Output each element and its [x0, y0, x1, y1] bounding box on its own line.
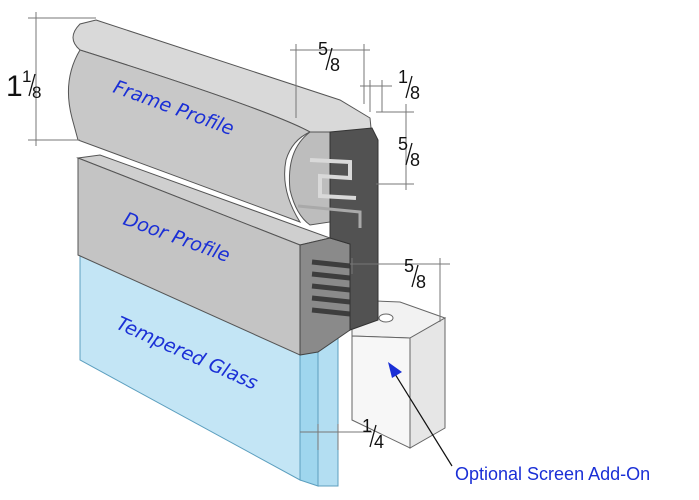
dim-top-num: 5: [318, 39, 328, 59]
dim-glass-num: 1: [362, 416, 372, 436]
dimension-lines: [28, 12, 453, 467]
dim-door-den: 8: [416, 272, 426, 292]
dim-door-num: 5: [404, 256, 414, 276]
arrow-icon: [388, 362, 402, 378]
dim-top-den: 8: [330, 55, 340, 75]
dim-depth-num: 5: [398, 134, 408, 154]
dim-lip-den: 8: [410, 83, 420, 103]
screw-hole-icon: [378, 313, 394, 323]
dim-glass-den: 4: [374, 432, 384, 452]
label-screen-addon: Optional Screen Add-On: [455, 464, 650, 484]
dim-lip-num: 1: [398, 67, 408, 87]
dim-height-num: 1: [22, 67, 31, 86]
screen-addon-part: [351, 299, 447, 449]
dim-height-whole: 1: [6, 70, 23, 103]
dim-depth-den: 8: [410, 150, 420, 170]
frame-profile-part: [67, 19, 379, 331]
dim-height-den: 8: [32, 83, 41, 102]
